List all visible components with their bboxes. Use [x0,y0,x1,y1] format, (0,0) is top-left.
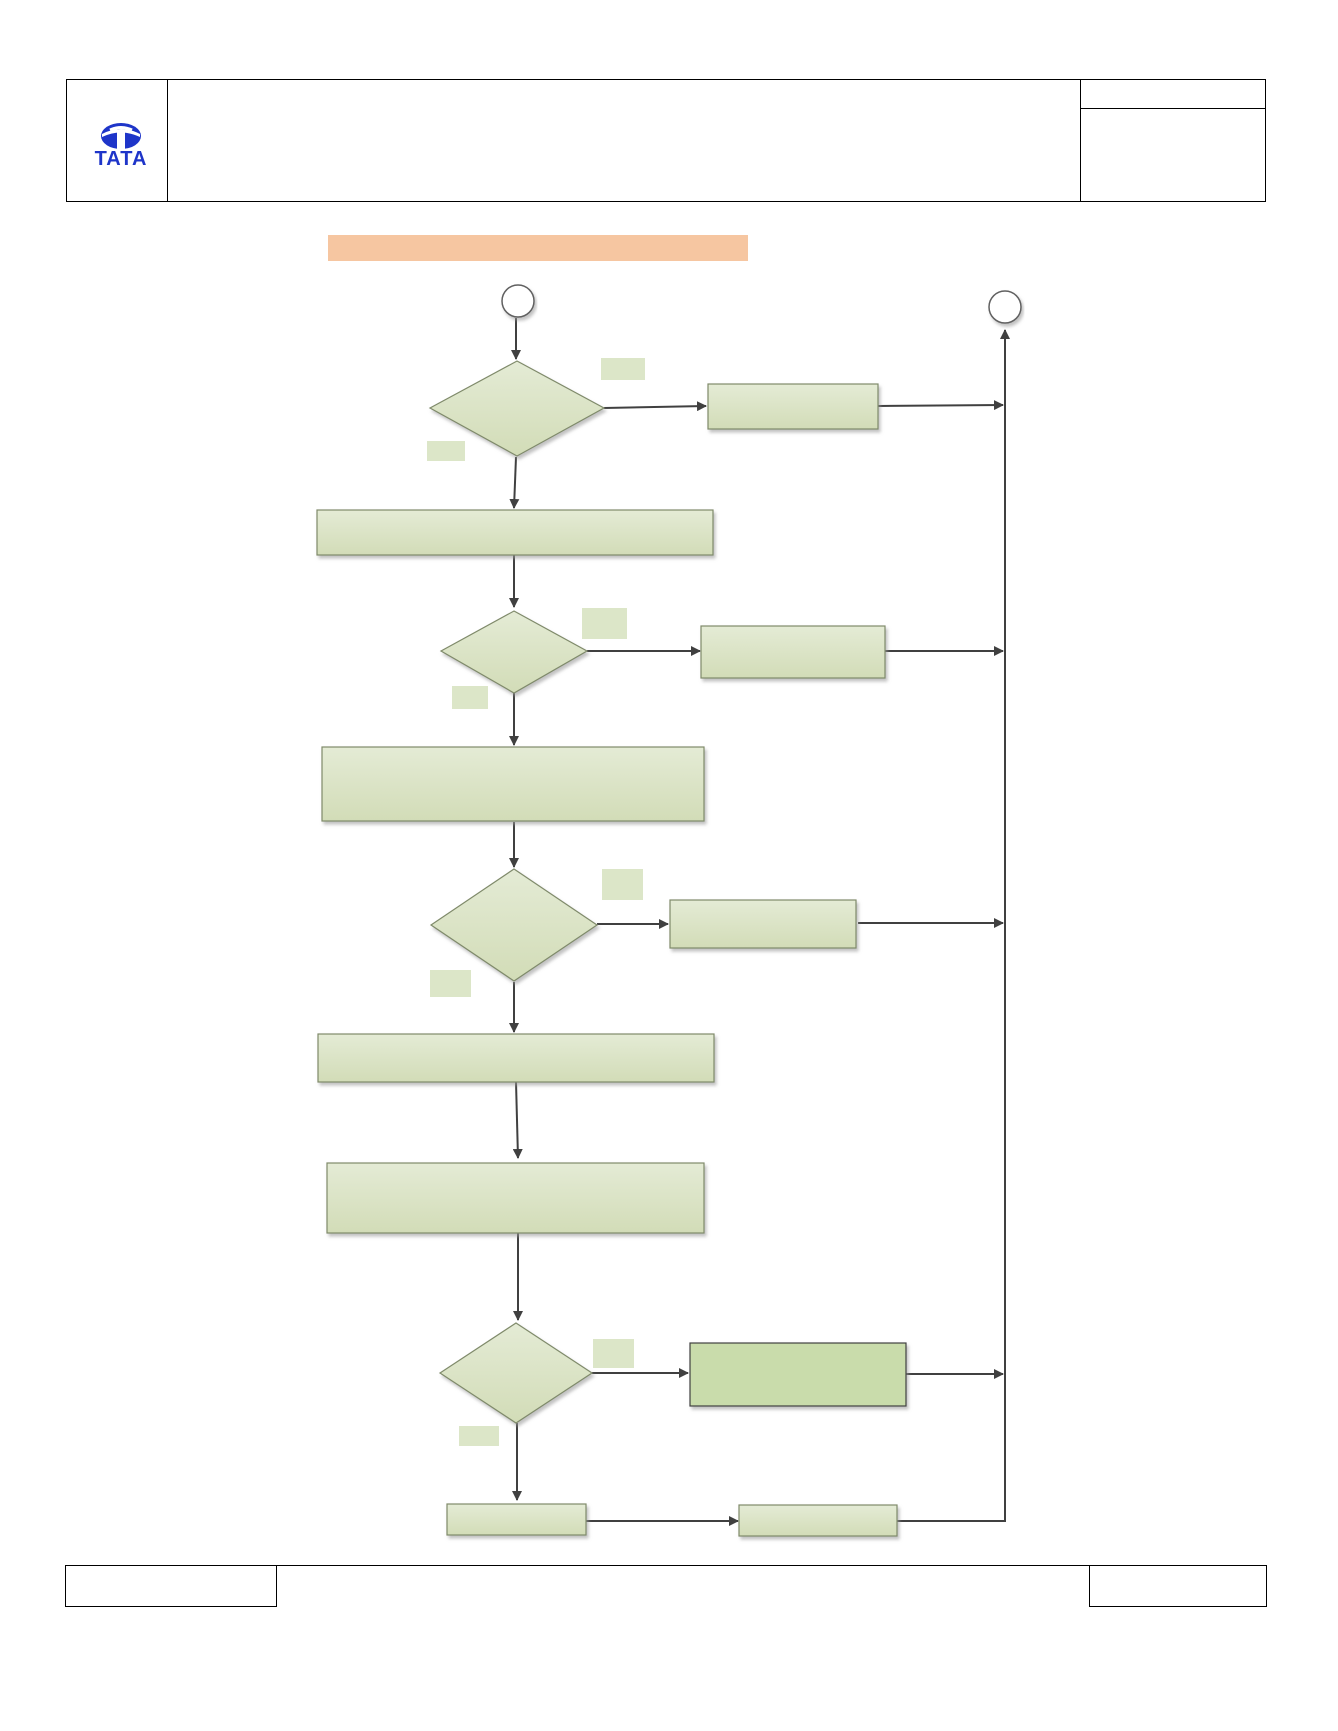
action-1 [707,383,879,430]
footer-rule [277,1565,1089,1566]
end-node [988,290,1022,324]
step-5 [446,1503,587,1536]
decision-4 [438,1322,594,1424]
header-frame [66,79,1266,202]
decision-3-yes-tag [602,869,643,900]
logo-wordmark: TATA [94,148,148,170]
header-divider-left [167,79,168,202]
action-4 [689,1342,907,1407]
step-4 [326,1162,705,1234]
decision-1 [428,360,606,457]
header-ref-divider [1080,108,1266,109]
decision-4-yes-tag [593,1339,634,1368]
decision-2-no-tag [452,686,488,709]
section-banner [328,235,748,261]
footer-right-box [1089,1565,1267,1607]
action-5 [738,1504,898,1537]
action-3 [669,899,857,949]
decision-3-no-tag [430,970,471,997]
tata-logo-icon [101,123,141,149]
decision-1-no-tag [427,441,465,461]
step-1 [316,509,714,556]
decision-1-yes-tag [601,358,645,380]
action-2 [700,625,886,679]
decision-4-no-tag [459,1426,499,1446]
decision-3 [429,868,599,982]
connectors [509,318,1010,1526]
footer-left-box [65,1565,277,1607]
start-node [501,284,535,318]
header-divider-right [1080,79,1081,202]
decision-2-yes-tag [582,608,627,639]
step-3 [317,1033,715,1083]
step-2 [321,746,705,822]
decision-2 [439,610,589,694]
